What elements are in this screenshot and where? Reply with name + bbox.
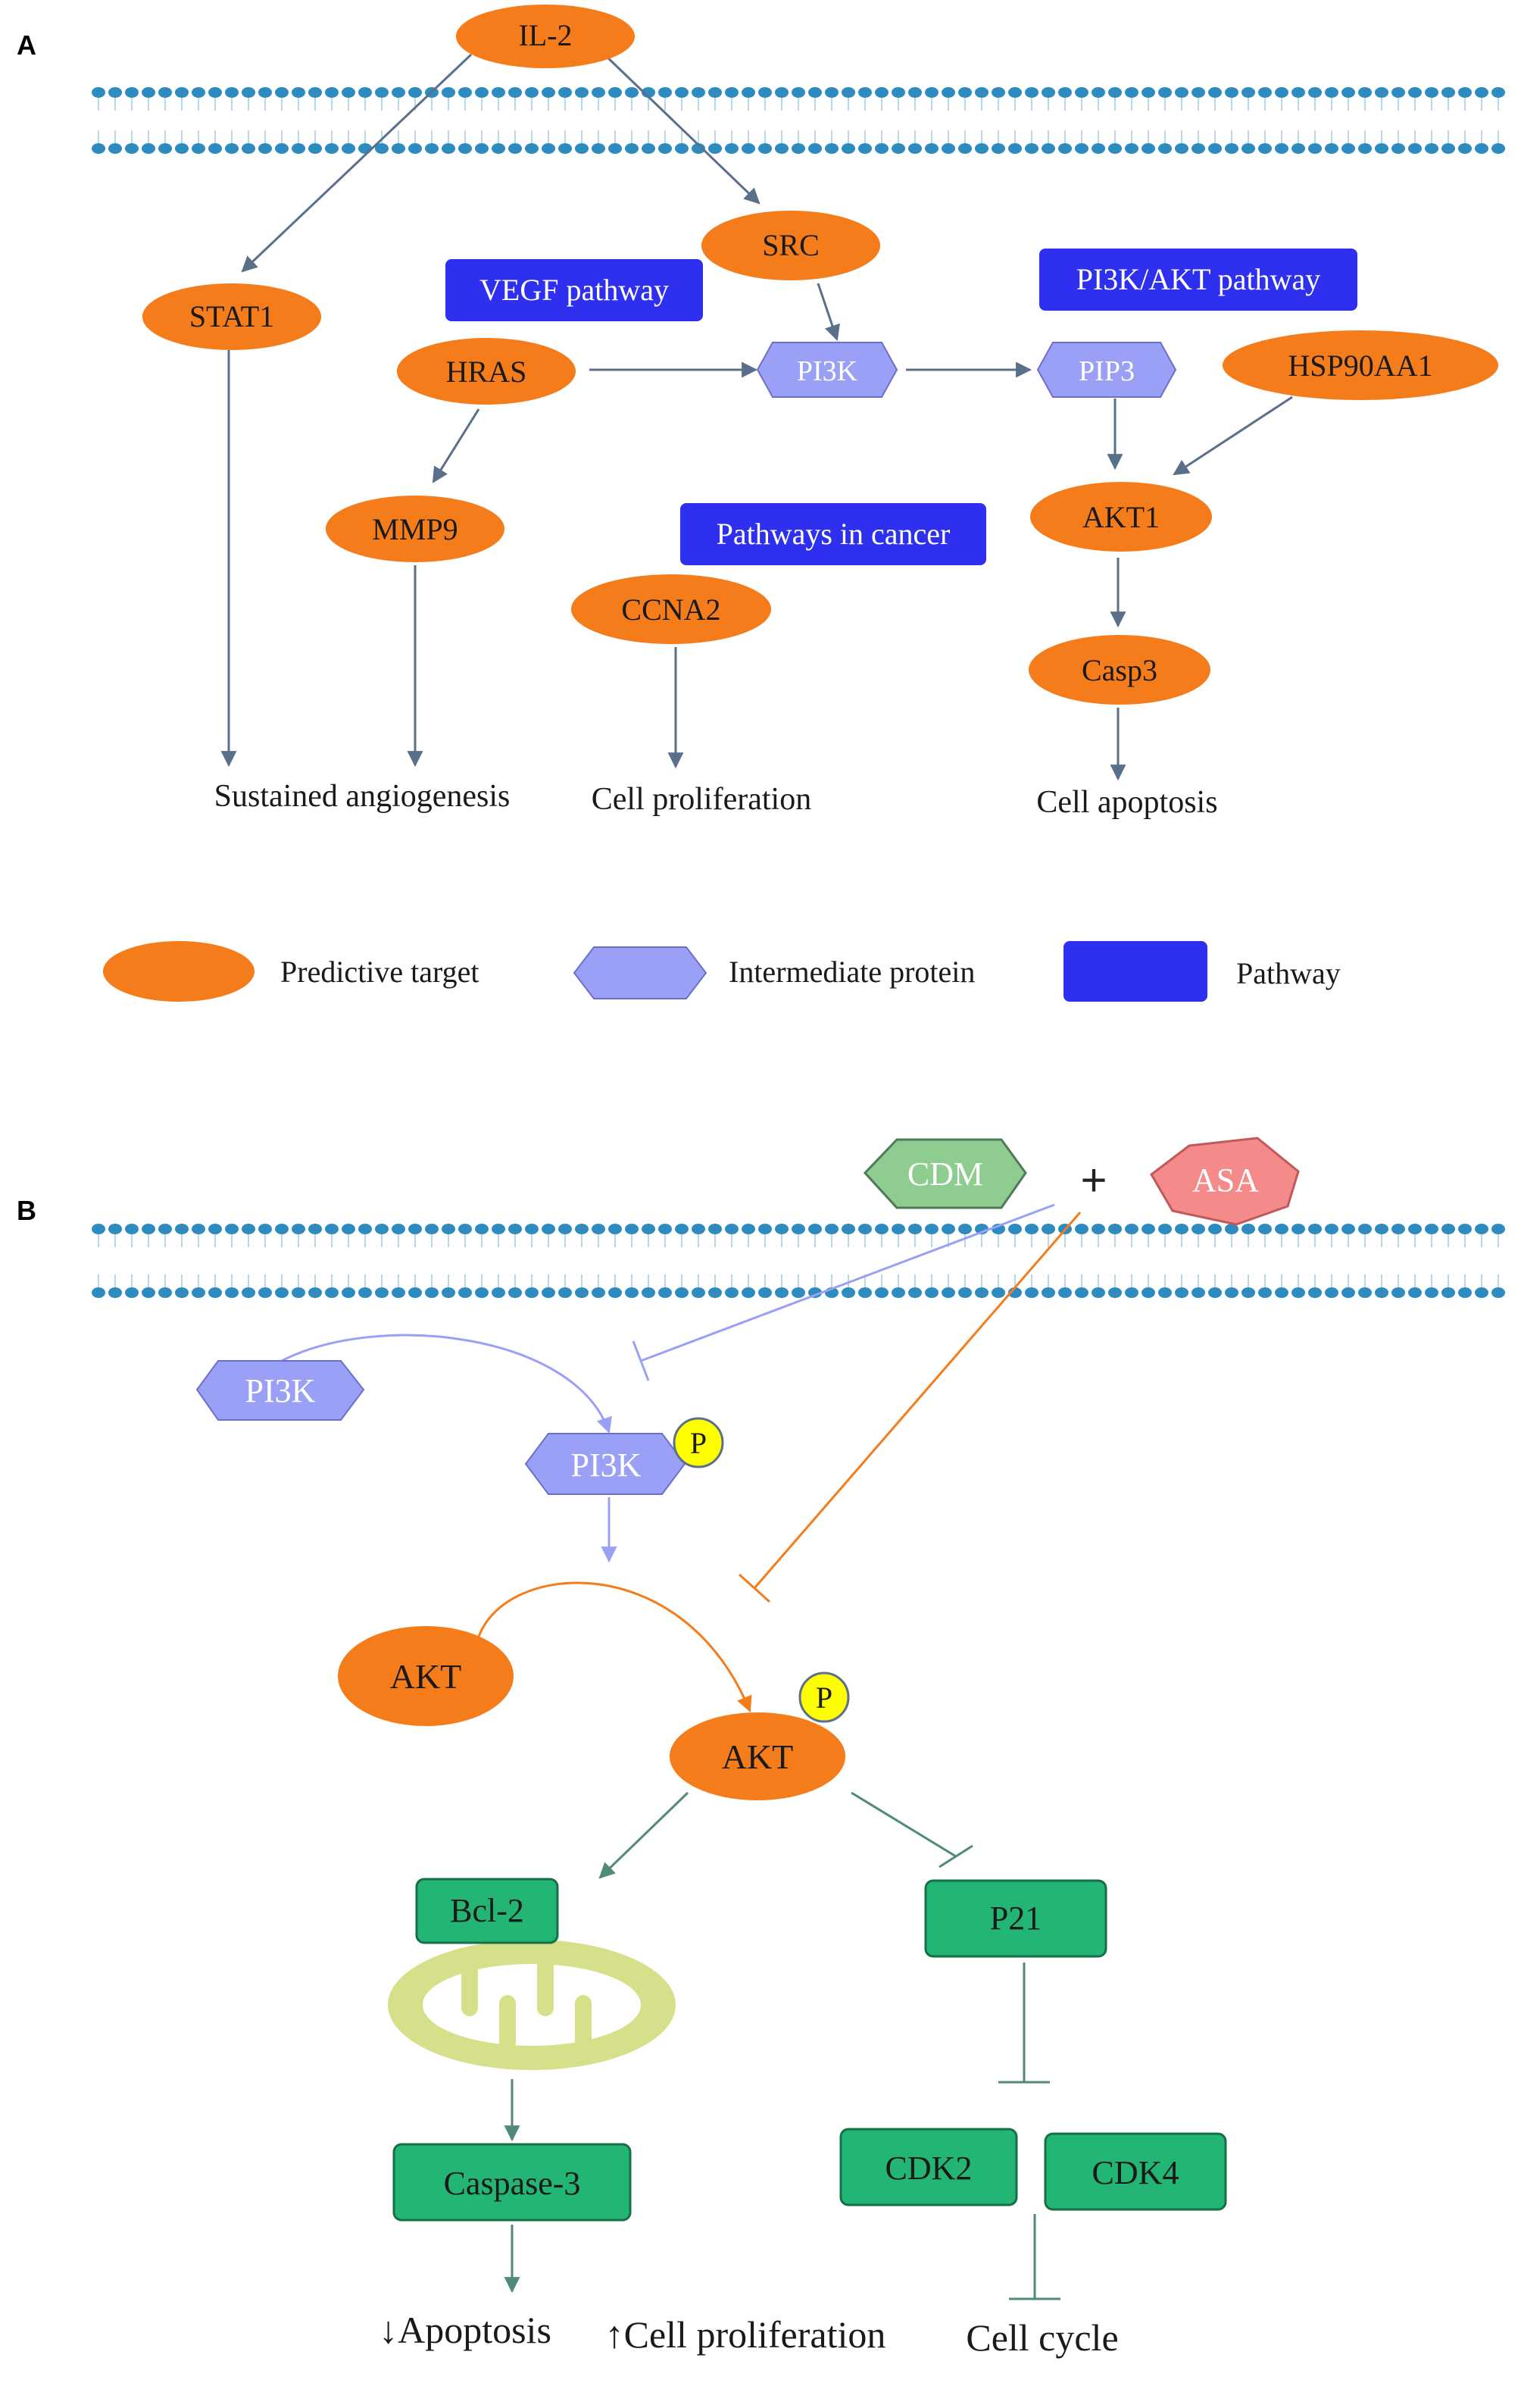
inhibition-p21-cdk [998,1962,1050,2084]
drug-combination-plus: + [1080,1155,1107,1206]
node-pi3k-b: PI3K [195,1360,365,1421]
node-il2: IL-2 [456,5,635,68]
phospho-badge-akt-label: P [816,1681,832,1715]
inhibition-drug-akt [738,1212,1082,1603]
node-casp3: Casp3 [1029,635,1210,705]
node-pi3k-phospho: PI3K [524,1433,686,1495]
node-casp3-label: Casp3 [1082,653,1157,687]
node-hras: HRAS [397,338,576,405]
outcome-angiogenesis: Sustained angiogenesis [214,779,511,814]
node-pi3k-a-label: PI3K [797,355,858,387]
legend: Predictive target Intermediate protein P… [103,941,1341,1002]
node-p21-label: P21 [990,1900,1042,1937]
node-stat1: STAT1 [142,283,321,350]
node-cdk4: CDK4 [1044,2132,1227,2211]
legend-intermediate-protein: Intermediate protein [729,955,975,989]
node-akt1: AKT1 [1030,482,1212,552]
inhibition-akt-p21 [851,1791,973,1869]
drug-asa: ASA [1150,1137,1300,1226]
arrow-akt-phosphorylation [476,1581,752,1712]
outcome-apoptosis-b: ↓Apoptosis [379,2309,551,2351]
phospho-badge-akt: P [798,1672,850,1723]
legend-predictive-target: Predictive target [280,955,479,989]
legend-pathway: Pathway [1236,956,1341,990]
node-il2-label: IL-2 [518,18,572,52]
drug-cdm-label: CDM [907,1156,983,1193]
node-pi3k-a: PI3K [756,342,898,398]
panel-a-label: A [17,30,36,61]
node-caspase3: Caspase-3 [392,2143,632,2222]
phospho-badge-pi3k-label: P [690,1426,707,1460]
node-akt1-label: AKT1 [1082,500,1160,534]
node-akt-phospho: AKT [670,1712,845,1800]
arrow-pi3k-phosphorylation [281,1334,612,1434]
node-hras-label: HRAS [446,355,527,389]
phospho-badge-pi3k: P [673,1417,724,1468]
node-p21: P21 [924,1879,1107,1958]
drug-asa-label: ASA [1192,1162,1259,1199]
arrows-panel-a [220,53,1293,781]
node-akt-label: AKT [390,1657,462,1696]
legend-swatch-intermediate-protein [573,946,707,999]
node-src-label: SRC [762,228,820,262]
inhibition-cdk-cell-cycle [1009,2214,1060,2300]
node-cdk4-label: CDK4 [1092,2154,1179,2191]
node-mmp9: MMP9 [326,496,504,562]
pathway-vegf: VEGF pathway [445,259,703,321]
arrow-akt-bcl2 [598,1791,689,1879]
pathway-cancer: Pathways in cancer [680,503,986,565]
node-bcl2-label: Bcl-2 [450,1892,524,1929]
arrow-il2-stat1 [241,53,473,273]
node-hsp90aa1: HSP90AA1 [1223,330,1498,400]
pathway-cancer-label: Pathways in cancer [717,517,951,551]
inhibition-drug-pi3k [632,1203,1055,1381]
pathway-vegf-label: VEGF pathway [479,273,669,307]
legend-swatch-pathway [1063,941,1207,1002]
node-src: SRC [701,211,880,280]
node-pip3-label: PIP3 [1079,355,1135,387]
arrow-il2-src [603,53,760,205]
arrow-src-pi3k [817,283,840,341]
node-pi3k-phospho-label: PI3K [571,1446,642,1484]
node-pi3k-b-label: PI3K [245,1372,316,1409]
node-akt: AKT [338,1626,514,1726]
node-akt-phospho-label: AKT [722,1737,794,1776]
mitochondrion-icon [388,1940,676,2070]
outcome-cell-cycle: Cell cycle [966,2316,1118,2359]
outcome-apoptosis-a: Cell apoptosis [1036,785,1217,820]
node-ccna2-label: CCNA2 [621,593,720,627]
pathway-pi3k-akt: PI3K/AKT pathway [1039,249,1357,311]
node-ccna2: CCNA2 [571,574,771,644]
node-pip3: PIP3 [1036,342,1177,398]
arrow-hras-mmp9 [432,408,480,483]
node-mmp9-label: MMP9 [372,512,458,546]
node-cdk2: CDK2 [839,2128,1018,2206]
legend-swatch-predictive-target [103,941,255,1002]
panel-b-label: B [17,1195,36,1226]
pathway-pi3k-akt-label: PI3K/AKT pathway [1076,262,1321,296]
node-bcl2: Bcl-2 [415,1878,559,1944]
drug-cdm: CDM [863,1138,1027,1209]
outcome-proliferation-a: Cell proliferation [592,782,811,817]
cell-membrane-b [92,1224,1505,1298]
node-stat1-label: STAT1 [189,299,274,333]
node-cdk2-label: CDK2 [885,2150,973,2187]
cell-membrane-a [92,87,1505,154]
outcome-proliferation-b: ↑Cell proliferation [605,2313,886,2356]
node-hsp90aa1-label: HSP90AA1 [1288,349,1432,383]
node-caspase3-label: Caspase-3 [444,2165,581,2202]
arrow-hsp90aa1-akt1 [1173,396,1293,476]
